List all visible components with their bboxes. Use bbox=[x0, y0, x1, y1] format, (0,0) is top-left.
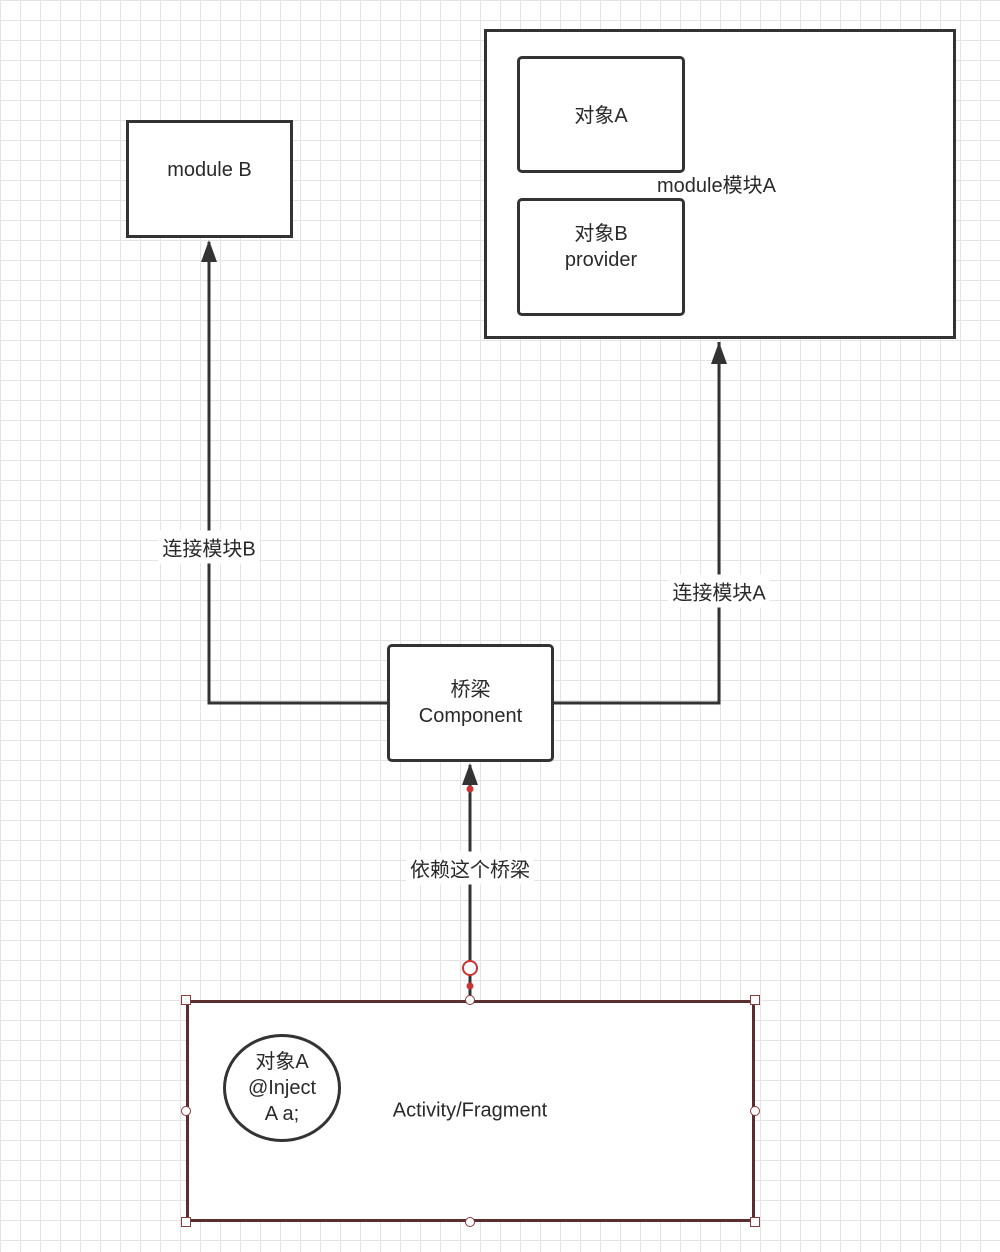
connector-endpoint-handle[interactable] bbox=[462, 960, 478, 976]
edge-label-connect-module-b: 连接模块B bbox=[158, 530, 260, 564]
resize-handle-bottom-right[interactable] bbox=[750, 1217, 760, 1227]
object-a-label: 对象A bbox=[574, 105, 628, 127]
inject-annotation-label: @Inject bbox=[247, 1077, 317, 1099]
module-b-node[interactable]: module B bbox=[126, 120, 293, 238]
object-b-provider-node[interactable]: 对象B provider bbox=[517, 198, 685, 316]
resize-handle-left[interactable] bbox=[181, 1106, 191, 1116]
connector-dot-bottom bbox=[466, 982, 474, 990]
module-a-label: module模块A bbox=[657, 175, 776, 197]
edge-label-connect-module-a: 连接模块A bbox=[668, 574, 770, 608]
connector-to-module-a[interactable] bbox=[552, 342, 721, 705]
object-a-node[interactable]: 对象A bbox=[517, 56, 685, 173]
object-b-provider-label: provider bbox=[564, 249, 638, 271]
object-b-label: 对象B bbox=[574, 223, 628, 245]
resize-handle-right[interactable] bbox=[750, 1106, 760, 1116]
arrowhead-component bbox=[462, 763, 478, 785]
component-name-label: Component bbox=[418, 705, 523, 727]
inject-field-label: A a; bbox=[264, 1103, 300, 1125]
resize-handle-bottom[interactable] bbox=[465, 1217, 475, 1227]
inject-object-a-circle[interactable]: 对象A @Inject A a; bbox=[223, 1034, 341, 1142]
resize-handle-top-right[interactable] bbox=[750, 995, 760, 1005]
component-bridge-label: 桥梁 bbox=[450, 679, 491, 701]
activity-fragment-label: Activity/Fragment bbox=[392, 1099, 548, 1122]
component-bridge-node[interactable]: 桥梁 Component bbox=[387, 644, 554, 762]
resize-handle-top-left[interactable] bbox=[181, 995, 191, 1005]
connector-dot-top bbox=[466, 785, 474, 793]
module-b-label: module B bbox=[167, 159, 252, 181]
inject-object-a-label: 对象A bbox=[255, 1051, 309, 1073]
arrowhead-module-b bbox=[201, 240, 217, 262]
arrowhead-module-a bbox=[711, 342, 727, 364]
resize-handle-bottom-left[interactable] bbox=[181, 1217, 191, 1227]
connector-to-module-b[interactable] bbox=[207, 242, 388, 705]
edge-label-depends-bridge: 依赖这个桥梁 bbox=[406, 851, 534, 885]
resize-handle-top[interactable] bbox=[465, 995, 475, 1005]
